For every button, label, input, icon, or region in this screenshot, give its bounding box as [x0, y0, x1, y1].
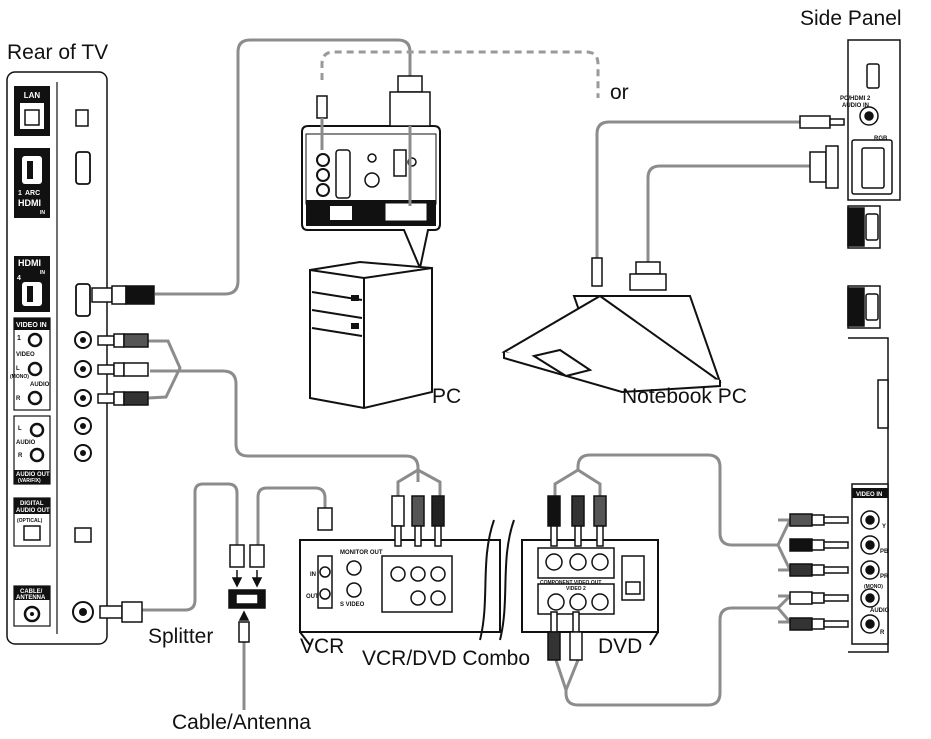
rear-cable-label: CABLE/ [20, 589, 43, 595]
combo-plugs [317, 495, 607, 661]
label-rear-of-tv: Rear of TV [7, 41, 109, 64]
rear-var-fix-label: (VAR/FIX) [18, 478, 41, 484]
side-panel [847, 39, 901, 653]
dvd-component-label: COMPONENT VIDEO OUT [540, 580, 601, 586]
rear-arc-label: ARC [25, 190, 40, 197]
notebook-vga-cable [646, 164, 810, 262]
rear-audio-label: AUDIO [30, 382, 50, 388]
side-rgb-label: RGB [874, 136, 888, 142]
vcr-s-video-label: S VIDEO [340, 602, 365, 608]
rear-antenna-label: ANTENNA [16, 595, 46, 601]
notebook-audio-cable [595, 120, 800, 258]
hdmi-cable [155, 38, 412, 296]
component-bundle [776, 518, 793, 572]
side-audio-label: AUDIO [870, 608, 890, 614]
rear-out-r-label: R [18, 453, 23, 459]
rear-optical-label: (OPTICAL) [17, 518, 43, 524]
label-notebook-pc: Notebook PC [622, 385, 747, 408]
antenna-cable-left [142, 482, 239, 612]
side-plugs [789, 115, 849, 631]
label-side-panel: Side Panel [800, 7, 902, 30]
antenna-cable-right [256, 486, 327, 545]
label-vcr-dvd-combo: VCR/DVD Combo [362, 647, 531, 670]
dvd-video2-label: VIDEO 2 [566, 586, 586, 592]
side-pr-label: PR [880, 574, 889, 580]
component-cable [576, 453, 778, 547]
rear-plugs [91, 285, 155, 623]
side-pc-hdmi2-label: PC/HDMI 2 [840, 96, 871, 102]
side-mono-label: (MONO) [864, 584, 883, 590]
rear-hdmi1-in: IN [40, 210, 45, 216]
rear-video-label: VIDEO [16, 352, 35, 358]
rear-video-in-num: 1 [17, 335, 21, 342]
dvi-plug [389, 75, 431, 206]
rear-out-l-label: L [18, 426, 22, 432]
pc-detail-balloon [301, 125, 441, 272]
vcr-out-label: OUT [306, 594, 319, 600]
component-fan [553, 468, 602, 496]
rear-video-in-label: VIDEO IN [16, 322, 47, 329]
av-cable-rear [150, 369, 420, 482]
audio-fan [554, 659, 580, 695]
label-dvd: DVD [598, 635, 643, 658]
rear-mono-label: (MONO) [10, 374, 29, 380]
rear-l-label: L [16, 366, 20, 372]
rear-hdmi4-label: HDMI [18, 258, 41, 268]
side-r-label: R [880, 630, 885, 636]
rear-panel [6, 71, 108, 645]
rear-out-audio-label: AUDIO [16, 440, 36, 446]
audio-bundle [775, 594, 794, 624]
audio-cable [564, 606, 778, 707]
side-audio-in-label: AUDIO IN [842, 103, 869, 109]
rear-digital-audio-label: AUDIO OUT [16, 508, 50, 514]
notebook-plugs [591, 257, 667, 291]
label-or: or [610, 81, 629, 104]
pc-audio-plug [316, 95, 328, 150]
side-pb-label: PB [880, 549, 889, 555]
av-fan [396, 468, 442, 496]
label-splitter: Splitter [148, 625, 214, 648]
side-video-in-label: VIDEO IN [856, 492, 882, 498]
label-vcr: VCR [300, 635, 345, 658]
splitter [228, 544, 266, 643]
vcr-in-label: IN [310, 572, 316, 578]
label-pc: PC [432, 385, 462, 408]
rear-hdmi1-label: HDMI [18, 198, 41, 208]
rear-hdmi4-num: 4 [17, 275, 21, 282]
alt-audio-dashed [320, 50, 600, 98]
label-cable-antenna: Cable/Antenna [172, 711, 311, 734]
rear-audio-out-label: AUDIO OUT [16, 472, 50, 478]
rear-r-label: R [16, 396, 21, 402]
vcr-dvd-combo [299, 539, 659, 646]
pc-tower [309, 260, 433, 410]
notebook-pc [501, 294, 722, 394]
break-mark [479, 519, 515, 641]
rear-lan-label: LAN [24, 91, 41, 100]
rear-arc-num: 1 [18, 190, 22, 197]
side-y-label: Y [882, 524, 886, 530]
av-bundle [147, 339, 182, 400]
vcr-monitor-out-label: MONITOR OUT [340, 550, 383, 556]
rear-hdmi4-in: IN [40, 270, 45, 276]
cables [142, 38, 810, 710]
rear-digital-label: DIGITAL [20, 501, 44, 507]
